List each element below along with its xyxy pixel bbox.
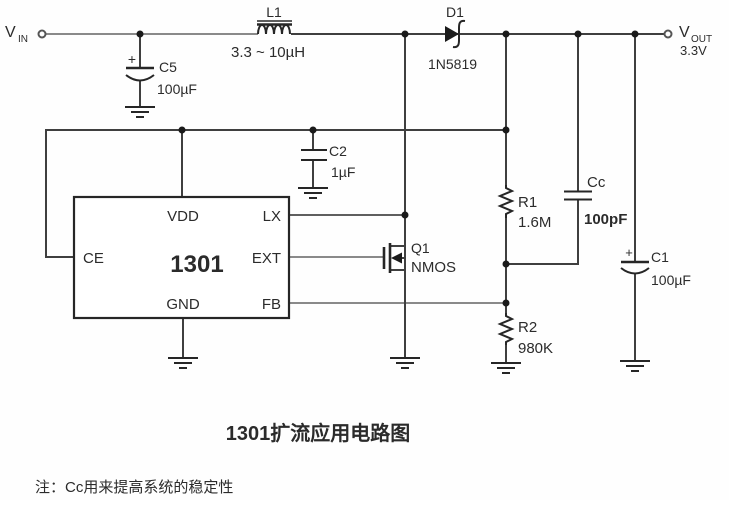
- schematic-title: 1301扩流应用电路图: [226, 421, 411, 445]
- q1-ref-label: Q1: [411, 240, 430, 256]
- l1-ref-label: L1: [266, 4, 282, 20]
- component-c1: + C1 100µF: [620, 245, 691, 288]
- vout-sub-label: OUT: [691, 34, 712, 45]
- c1-polarity-mark: +: [625, 245, 633, 260]
- junction-dot: [401, 211, 409, 219]
- d1-ref-label: D1: [446, 4, 464, 20]
- r2-zigzag: [497, 313, 515, 345]
- junction-dot: [401, 30, 409, 38]
- d1-value-label: 1N5819: [428, 56, 477, 72]
- junction-dot: [631, 30, 639, 38]
- junction-dot: [502, 126, 510, 134]
- l1-coil: [257, 24, 291, 35]
- d1-schottky-cathode: [452, 19, 466, 49]
- component-d1: D1 1N5819: [428, 4, 477, 72]
- component-l1: L1 3.3 ~ 10µH: [231, 4, 305, 61]
- ground-symbols: [125, 106, 650, 374]
- ic-part-number: 1301: [170, 251, 223, 278]
- c5-ref-label: C5: [159, 59, 177, 75]
- ic-pin-fb: FB: [262, 296, 281, 313]
- ground-ic: [168, 357, 198, 369]
- l1-value-label: 3.3 ~ 10µH: [231, 44, 305, 61]
- d1-anode-triangle: [445, 26, 459, 42]
- ground-q1: [390, 357, 420, 369]
- r2-value-label: 980K: [518, 340, 553, 357]
- r2-ref-label: R2: [518, 319, 537, 336]
- ic-pin-ext: EXT: [252, 250, 281, 267]
- ground-r2: [491, 362, 521, 374]
- junction-dot: [178, 126, 186, 134]
- junction-dot: [502, 30, 510, 38]
- component-c5: + C5 100µF: [125, 51, 197, 97]
- vout-voltage-label: 3.3V: [680, 43, 707, 58]
- junction-dot: [574, 30, 582, 38]
- wire-cc-branch: [506, 34, 579, 265]
- ground-c5: [125, 106, 155, 118]
- r1-zigzag: [497, 185, 515, 218]
- ic-pin-gnd: GND: [166, 296, 200, 313]
- c5-plate-curved: [125, 74, 155, 82]
- cc-plates: [564, 190, 592, 201]
- vout-terminal: [663, 29, 673, 39]
- c5-polarity-mark: +: [128, 51, 136, 67]
- junction-dot: [502, 299, 510, 307]
- schematic-note: 注：Cc用来提高系统的稳定性: [35, 479, 233, 496]
- c2-ref-label: C2: [329, 143, 347, 159]
- component-ic-1301: VDD LX CE EXT GND FB 1301: [72, 195, 291, 320]
- r1-value-label: 1.6M: [518, 214, 551, 231]
- vin-label: V: [5, 24, 16, 41]
- vin-terminal: [37, 29, 47, 39]
- vin-sub-label: IN: [18, 34, 28, 45]
- ground-c1: [620, 360, 650, 372]
- component-c2: C2 1µF: [301, 143, 355, 180]
- c1-plate-curved: [620, 267, 650, 275]
- ic-pin-vdd: VDD: [167, 208, 199, 225]
- ic-pin-lx: LX: [263, 208, 281, 225]
- component-q1: Q1 NMOS: [382, 240, 456, 276]
- c5-value-label: 100µF: [157, 81, 197, 97]
- component-r2: R2 980K: [497, 313, 553, 357]
- c1-ref-label: C1: [651, 249, 669, 265]
- junction-dot: [502, 260, 510, 268]
- junction-dot: [136, 30, 144, 38]
- junctions: [37, 29, 673, 307]
- terminal-labels: V IN V OUT 3.3V: [5, 24, 712, 58]
- c1-value-label: 100µF: [651, 272, 691, 288]
- ground-c2: [298, 187, 328, 199]
- r1-ref-label: R1: [518, 194, 537, 211]
- component-cc: Cc 100pF: [564, 174, 627, 228]
- q1-value-label: NMOS: [411, 259, 456, 276]
- wire-vdd-rail-and-ce: [45, 129, 506, 258]
- cc-value-label: 100pF: [584, 211, 627, 228]
- q1-body-arrow: [391, 252, 402, 264]
- cc-ref-label: Cc: [587, 174, 606, 191]
- ic-pin-ce: CE: [83, 250, 104, 267]
- component-r1: R1 1.6M: [497, 185, 551, 231]
- c2-plates: [301, 149, 327, 161]
- vout-label: V: [679, 24, 690, 41]
- ic-body: [72, 195, 291, 320]
- junction-dot: [309, 126, 317, 134]
- c2-value-label: 1µF: [331, 164, 355, 180]
